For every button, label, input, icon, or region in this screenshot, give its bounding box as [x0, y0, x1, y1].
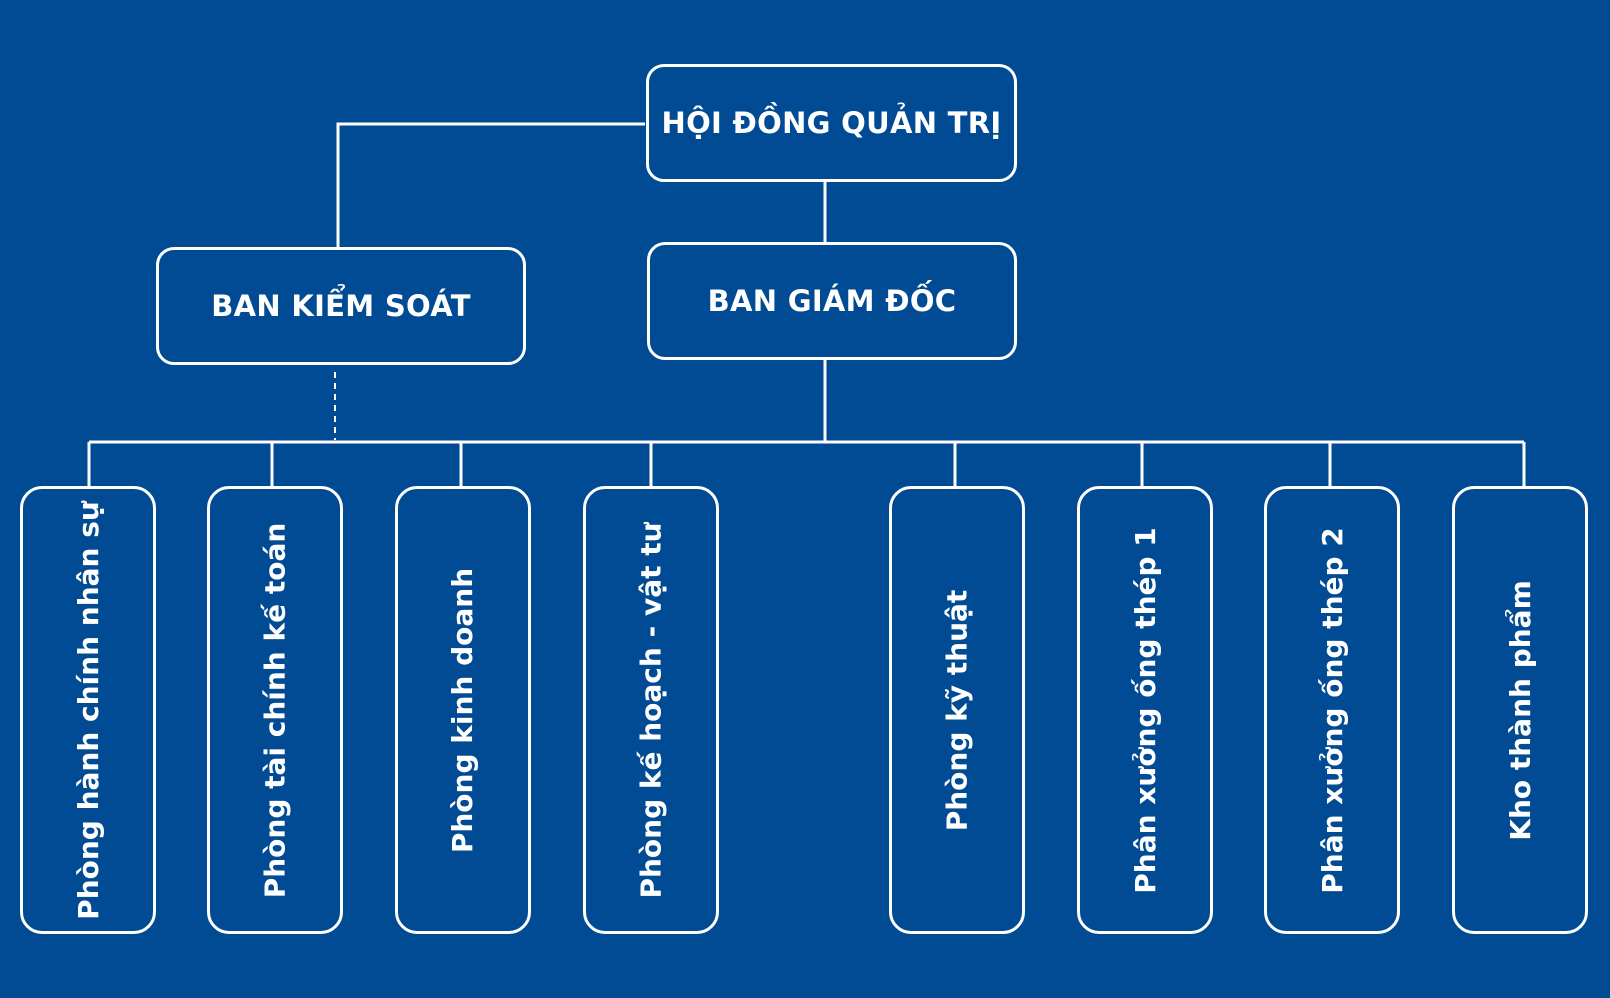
supervisory-label: BAN KIỂM SOÁT: [211, 289, 471, 323]
board-label: HỘI ĐỒNG QUẢN TRỊ: [661, 106, 1002, 140]
supervisory-box: BAN KIỂM SOÁT: [156, 247, 526, 365]
board-box: HỘI ĐỒNG QUẢN TRỊ: [646, 64, 1017, 182]
department-box-7: Phân xưởng ống thép 2: [1264, 486, 1400, 934]
department-box-1: Phòng hành chính nhân sự: [20, 486, 156, 934]
department-label-2: Phòng tài chính kế toán: [258, 522, 292, 898]
department-label-3: Phòng kinh doanh: [446, 567, 480, 853]
department-box-4: Phòng kế hoạch - vật tư: [583, 486, 719, 934]
department-box-8: Kho thành phẩm: [1452, 486, 1588, 934]
department-label-8: Kho thành phẩm: [1503, 579, 1537, 841]
connector-board-supervisory: [336, 122, 645, 248]
department-label-6: Phân xưởng ống thép 1: [1128, 526, 1162, 894]
department-box-2: Phòng tài chính kế toán: [207, 486, 343, 934]
department-label-1: Phòng hành chính nhân sự: [71, 500, 105, 920]
department-box-6: Phân xưởng ống thép 1: [1077, 486, 1213, 934]
department-label-4: Phòng kế hoạch - vật tư: [634, 521, 668, 899]
directors-label: BAN GIÁM ĐỐC: [707, 284, 957, 318]
department-box-3: Phòng kinh doanh: [395, 486, 531, 934]
directors-box: BAN GIÁM ĐỐC: [647, 242, 1017, 360]
department-label-5: Phòng kỹ thuật: [940, 589, 974, 831]
department-box-5: Phòng kỹ thuật: [889, 486, 1025, 934]
department-label-7: Phân xưởng ống thép 2: [1315, 526, 1349, 894]
